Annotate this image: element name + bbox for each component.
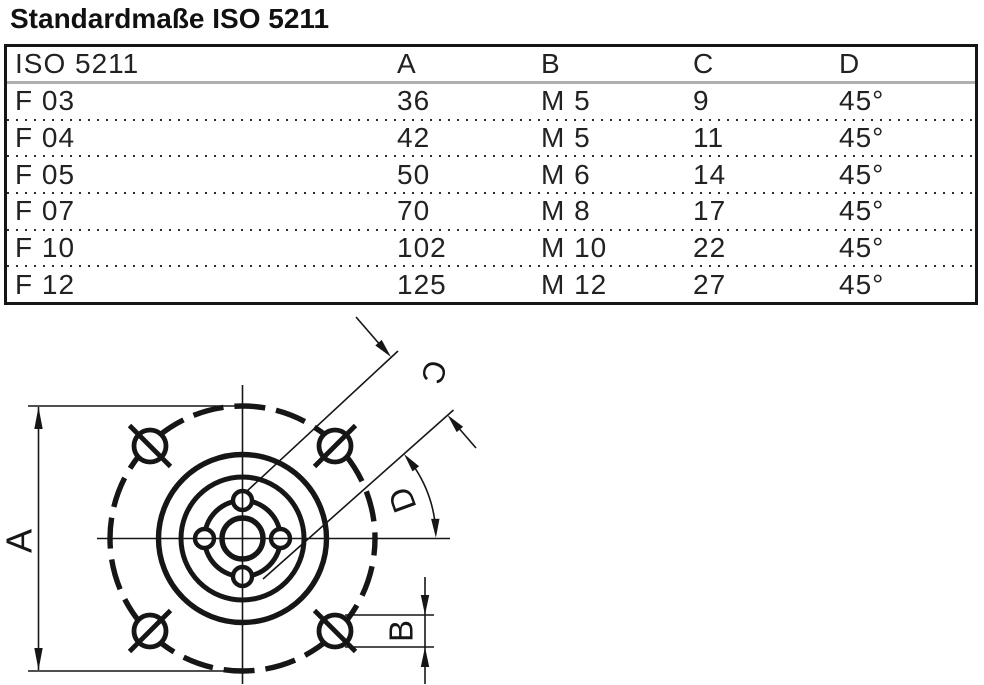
bolt-holes (127, 423, 358, 654)
dimension-a (28, 405, 243, 672)
dim-a-label: A (0, 529, 40, 553)
dim-c-extension-1 (245, 350, 399, 493)
table-row: F 10 102 M 10 22 45° (7, 231, 975, 266)
column-header-c: C (693, 48, 715, 79)
cell-d: 45° (839, 232, 885, 264)
arrowhead-arc-top (404, 454, 420, 472)
cell-c: 22 (693, 232, 727, 264)
cell-b: M 5 (541, 122, 591, 153)
bolt-hole-slash (127, 423, 173, 469)
row-separator (7, 265, 975, 268)
cell-size: F 05 (15, 158, 76, 190)
dim-b-label: B (383, 620, 420, 642)
cell-c: 11 (693, 122, 725, 153)
cell-b: M 12 (541, 268, 608, 300)
column-header-iso5211: ISO 5211 (15, 48, 140, 79)
arrowhead-diag-2 (447, 415, 464, 433)
cell-a: 42 (397, 122, 431, 153)
centerlines (97, 385, 450, 684)
cell-d: 45° (839, 158, 885, 190)
arrowhead-down (34, 648, 43, 670)
arrowhead-up (34, 407, 43, 429)
cell-c: 9 (693, 85, 710, 117)
cell-size: F 10 (15, 232, 76, 264)
cell-b: M 6 (541, 158, 591, 190)
arrowhead-arc-bottom (431, 518, 440, 538)
cell-d: 45° (839, 122, 885, 153)
dimension-b (345, 577, 434, 684)
column-header-a: A (397, 48, 417, 79)
dim-c-leader-1 (355, 316, 380, 344)
dim-c-extension-2 (262, 409, 455, 580)
column-header-d: D (839, 48, 861, 79)
dim-c-label: C (414, 356, 454, 388)
row-separator (7, 155, 975, 158)
arrowhead-down (420, 595, 430, 615)
bolt-hole-slash (312, 608, 358, 654)
dimension-d (404, 454, 440, 538)
cell-a: 36 (397, 85, 431, 117)
cell-d: 45° (839, 268, 885, 300)
bolt-hole-slash (312, 423, 358, 469)
flange-technical-drawing: A B C D (0, 316, 477, 684)
cell-b: M 8 (541, 195, 591, 227)
iso5211-spec-table: ISO 5211 A B C D F 03 36 M 5 9 45° F 04 … (4, 44, 978, 305)
table-row: F 04 42 M 5 11 45° (7, 121, 975, 156)
dimension-c (245, 316, 477, 580)
cell-a: 50 (397, 158, 431, 190)
table-row: F 12 125 M 12 27 45° (7, 267, 975, 302)
table-row: F 03 36 M 5 9 45° (7, 84, 975, 119)
cell-d: 45° (839, 85, 885, 117)
table-row: F 07 70 M 8 17 45° (7, 194, 975, 229)
page-title: Standardmaße ISO 5211 (10, 3, 330, 34)
cell-size: F 12 (15, 268, 76, 300)
cell-size: F 03 (15, 85, 76, 117)
table-header-row: ISO 5211 A B C D (7, 47, 975, 81)
dim-c-leader-2 (459, 428, 477, 449)
cell-size: F 07 (15, 195, 76, 227)
dim-d-label: D (381, 482, 424, 517)
cell-a: 70 (397, 195, 431, 227)
cell-c: 27 (693, 268, 727, 300)
cell-c: 17 (693, 195, 727, 227)
cell-b: M 10 (541, 232, 608, 264)
arrowhead-up (420, 647, 430, 667)
row-separator (7, 118, 975, 121)
column-header-b: B (541, 48, 561, 79)
bolt-hole-slash (127, 608, 173, 654)
cell-d: 45° (839, 195, 885, 227)
row-separator (7, 228, 975, 231)
row-separator (7, 192, 975, 195)
cell-c: 14 (693, 158, 727, 190)
cell-a: 102 (397, 232, 447, 264)
table-row: F 05 50 M 6 14 45° (7, 157, 975, 192)
header-divider (7, 81, 975, 84)
cell-size: F 04 (15, 122, 76, 153)
arrowhead-diag-1 (375, 339, 391, 357)
cell-a: 125 (397, 268, 447, 300)
cell-b: M 5 (541, 85, 591, 117)
